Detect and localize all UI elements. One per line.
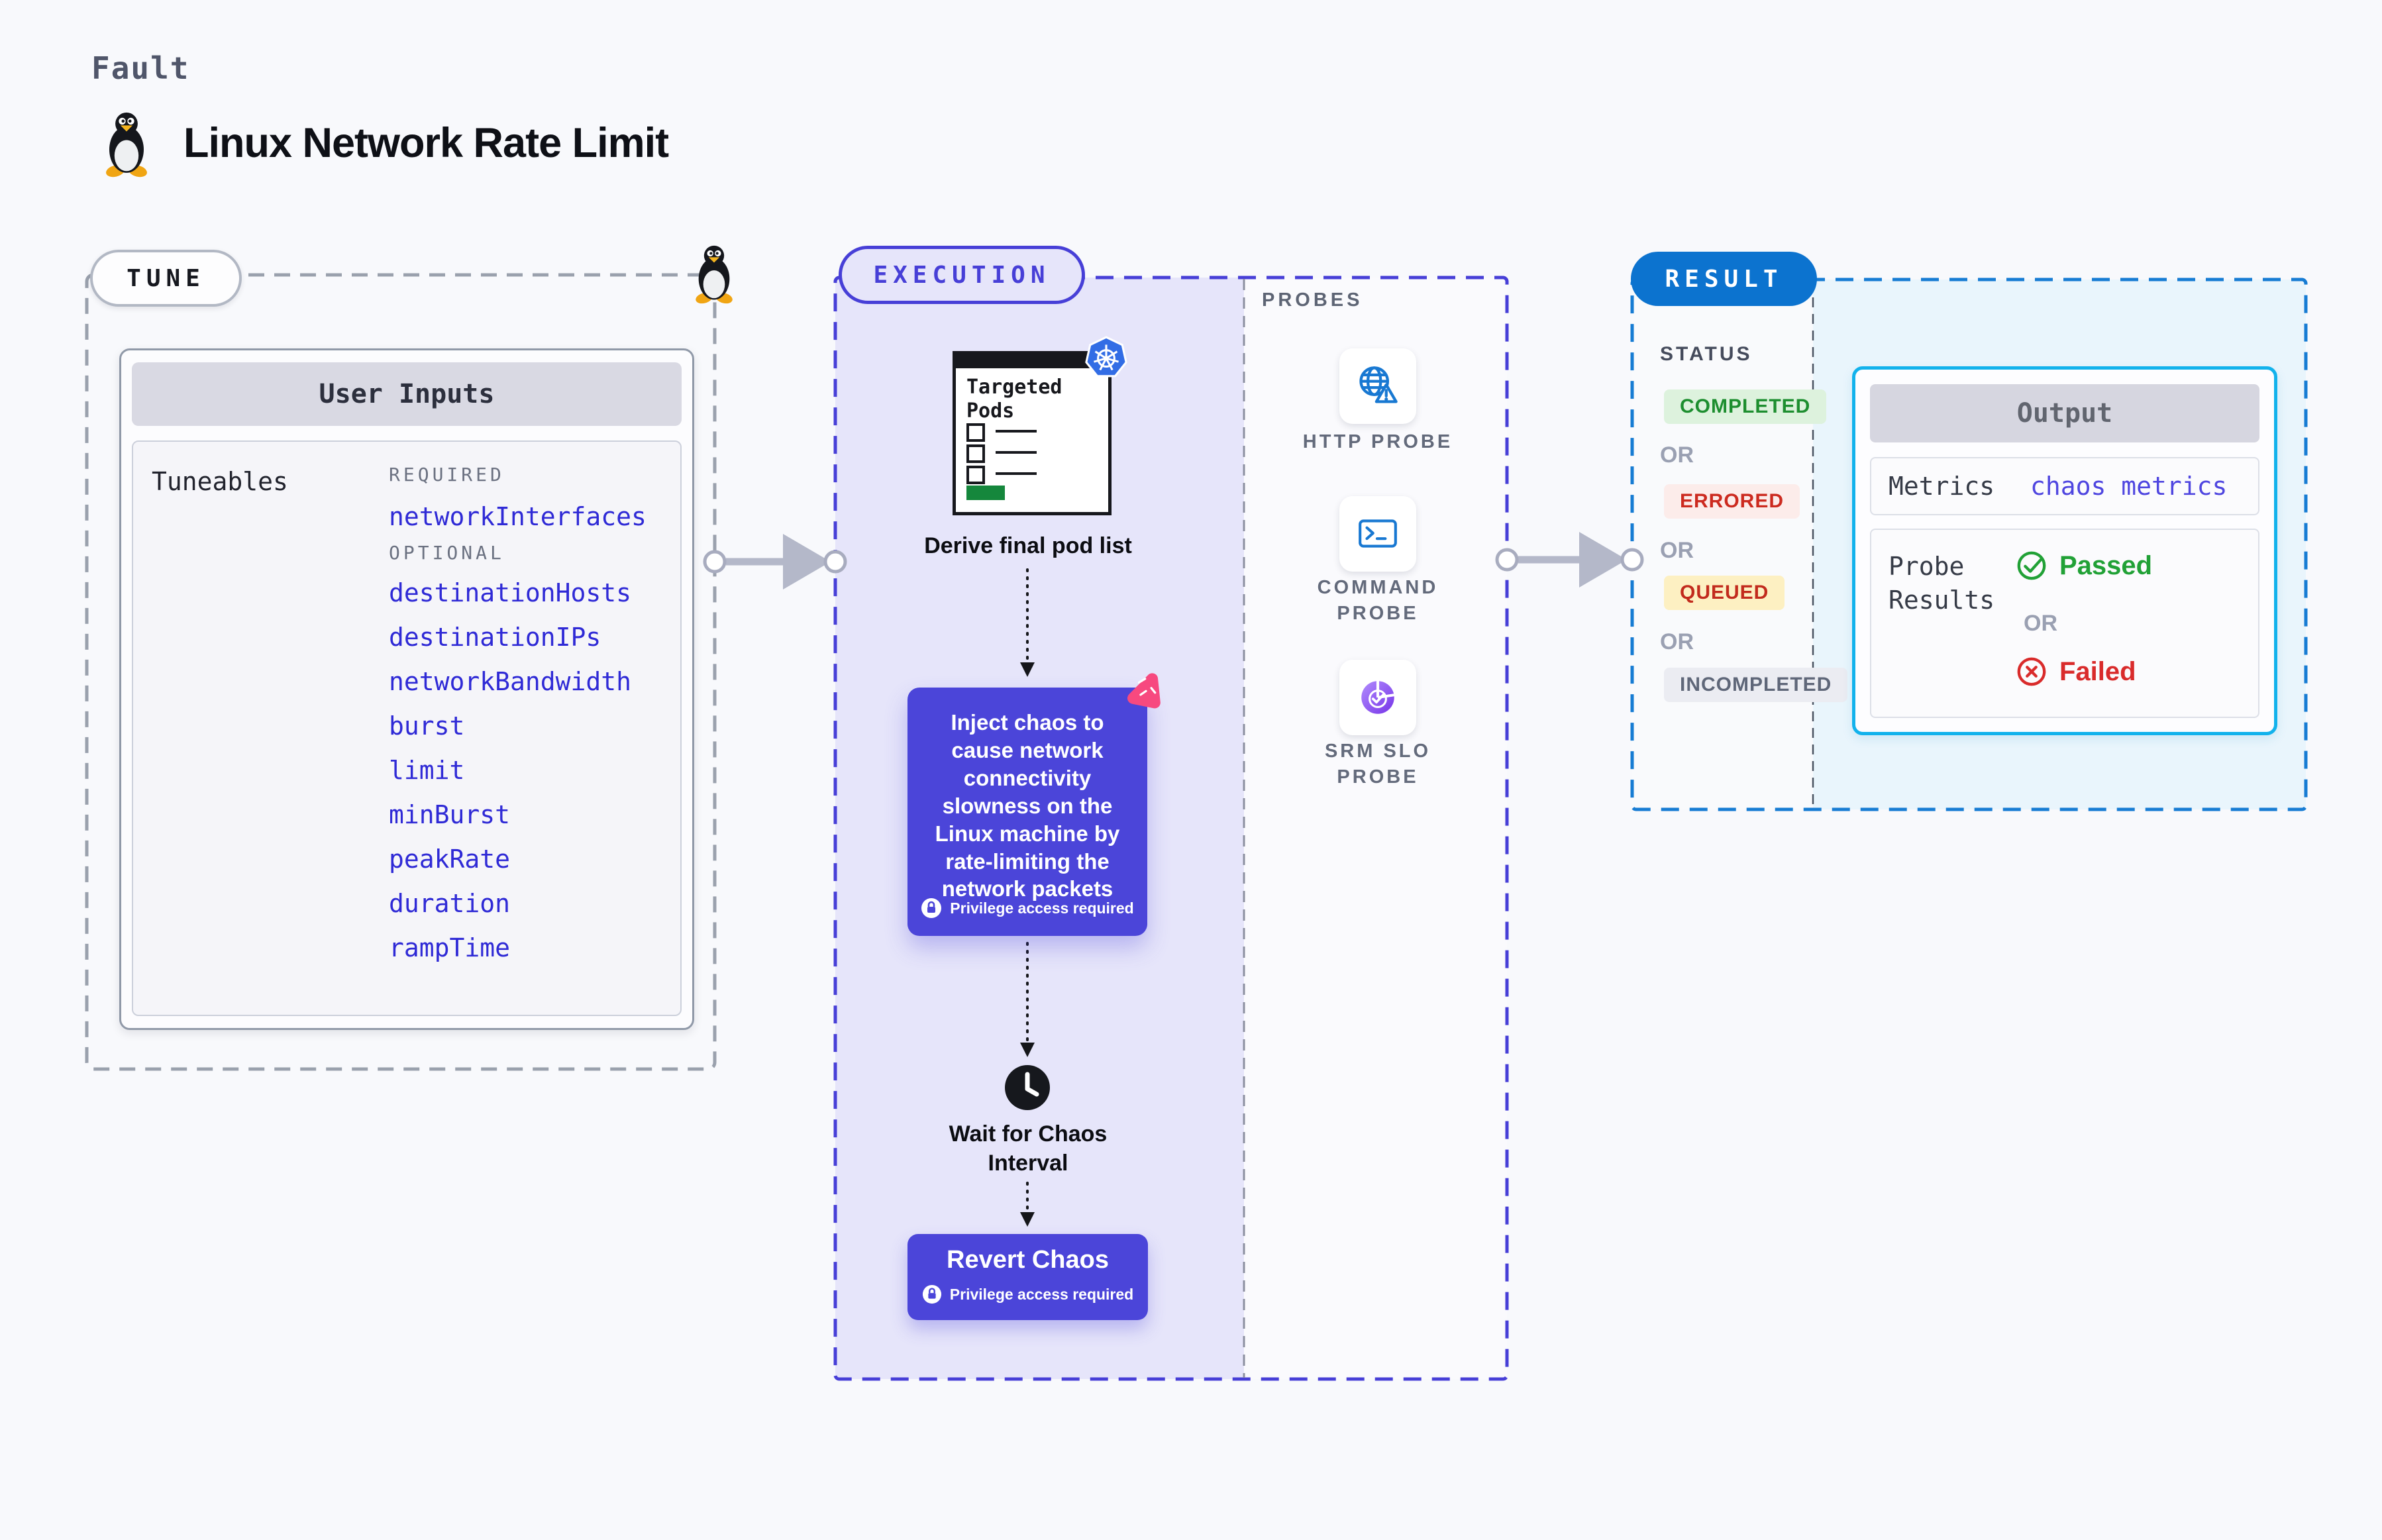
status-badge-incompleted: INCOMPLETED — [1664, 668, 1848, 702]
http-probe-label: HTTP PROBE — [1302, 431, 1453, 452]
privilege-note-row: Privilege access required — [907, 1284, 1148, 1304]
tuneables-panel: Tuneables REQUIRED networkInterfaces OPT… — [132, 440, 682, 1016]
param-link[interactable]: duration — [389, 889, 511, 918]
derive-step-label: Derive final pod list — [924, 533, 1132, 558]
passed-label: Passed — [2059, 550, 2153, 580]
user-inputs-card: User Inputs Tuneables REQUIRED networkIn… — [119, 348, 694, 1030]
wait-step-label: Wait for Chaos Interval — [949, 1121, 1108, 1176]
probes-to-result-arrow — [1495, 532, 1644, 588]
or-label: OR — [1660, 442, 1694, 468]
passed-result: Passed — [2016, 550, 2152, 582]
globe-warning-icon — [1359, 366, 1398, 403]
privilege-note-text: Privilege access required — [949, 1285, 1134, 1303]
result-section-badge: RESULT — [1631, 252, 1817, 306]
chaos-pink-icon — [1127, 673, 1161, 709]
privilege-note-row: Privilege access required — [907, 898, 1147, 919]
page-title: Linux Network Rate Limit — [183, 120, 669, 166]
privilege-note-text: Privilege access required — [950, 899, 1134, 917]
optional-params-list: destinationHosts destinationIPs networkB… — [389, 571, 631, 970]
optional-label: OPTIONAL — [389, 542, 505, 564]
failed-label: Failed — [2059, 656, 2136, 686]
param-link[interactable]: burst — [389, 711, 465, 741]
tune-to-execution-arrow — [703, 534, 847, 590]
probes-area-fill — [1244, 278, 1507, 1379]
status-badge-queued: QUEUED — [1664, 576, 1785, 610]
probe-results-row: Probe Results Passed OR Failed — [1870, 529, 2259, 718]
status-badge-completed: COMPLETED — [1664, 389, 1827, 424]
checkbox-icon — [966, 466, 985, 484]
clock-icon — [1005, 1065, 1050, 1110]
user-inputs-title: User Inputs — [132, 362, 682, 426]
command-probe-label: COMMAND PROBE — [1317, 577, 1439, 625]
slo-donut-icon — [1361, 680, 1396, 714]
lock-icon — [922, 1284, 941, 1304]
pod-line — [996, 451, 1037, 454]
param-link[interactable]: destinationHosts — [389, 578, 632, 607]
srm-slo-probe-label: SRM SLO PROBE — [1324, 741, 1431, 788]
output-title: Output — [1870, 384, 2259, 442]
inject-chaos-step[interactable]: Inject chaos to cause network connectivi… — [907, 673, 1161, 936]
checkbox-icon — [966, 444, 985, 463]
probe-results-label: Probe Results — [1889, 552, 1995, 615]
revert-step-label: Revert Chaos — [947, 1246, 1109, 1274]
tune-dashed-box — [85, 273, 717, 1071]
inject-step-text: Inject chaos to cause network connectivi… — [935, 710, 1120, 901]
param-link[interactable]: peakRate — [389, 845, 511, 874]
srm-slo-probe-card[interactable] — [1339, 660, 1416, 735]
tuneables-label: Tuneables — [152, 467, 288, 496]
lock-icon — [921, 898, 942, 918]
tux-penguin-icon — [106, 112, 147, 178]
result-status-fill — [1632, 280, 1813, 809]
probes-section-label: PROBES — [1262, 289, 1363, 311]
required-label: REQUIRED — [389, 464, 505, 486]
param-link[interactable]: limit — [389, 756, 465, 785]
revert-chaos-step[interactable]: Revert Chaos Privilege access required — [907, 1234, 1148, 1320]
or-label: OR — [1660, 629, 1694, 654]
failed-result: Failed — [2016, 656, 2136, 688]
tune-section-badge: TUNE — [90, 250, 242, 307]
checkbox-icon — [966, 423, 985, 442]
param-link[interactable]: destinationIPs — [389, 623, 601, 652]
status-label: STATUS — [1660, 343, 1753, 365]
pod-progress-bar — [966, 486, 1005, 500]
http-probe-card[interactable] — [1339, 348, 1416, 424]
param-link[interactable]: minBurst — [389, 800, 511, 829]
flow-connectors — [1020, 568, 1035, 1227]
metrics-row: Metrics chaos metrics — [1870, 457, 2259, 515]
param-link[interactable]: rampTime — [389, 933, 511, 962]
pods-card-titlebar — [955, 354, 1109, 368]
or-label: OR — [2024, 611, 2057, 636]
targeted-pods-title: Targeted Pods — [966, 376, 1062, 423]
execution-section-badge: EXECUTION — [839, 246, 1085, 304]
metrics-value-link[interactable]: chaos metrics — [2030, 472, 2228, 501]
fault-kicker: Fault — [91, 50, 190, 86]
command-probe-card[interactable] — [1339, 496, 1416, 572]
pod-line — [996, 472, 1037, 475]
or-label: OR — [1660, 538, 1694, 563]
pod-line — [996, 430, 1037, 433]
kubernetes-icon — [1085, 336, 1127, 378]
check-circle-icon — [2017, 551, 2046, 580]
terminal-icon — [1359, 519, 1397, 548]
output-card: Output Metrics chaos metrics Probe Resul… — [1852, 366, 2277, 735]
param-link[interactable]: networkBandwidth — [389, 667, 632, 696]
tux-penguin-corner-icon — [696, 245, 733, 304]
x-circle-icon — [2017, 657, 2046, 686]
metrics-label: Metrics — [1889, 472, 1995, 501]
param-link[interactable]: networkInterfaces — [389, 502, 647, 531]
targeted-pods-card: Targeted Pods — [953, 336, 1127, 515]
status-badge-errored: ERRORED — [1664, 484, 1800, 519]
